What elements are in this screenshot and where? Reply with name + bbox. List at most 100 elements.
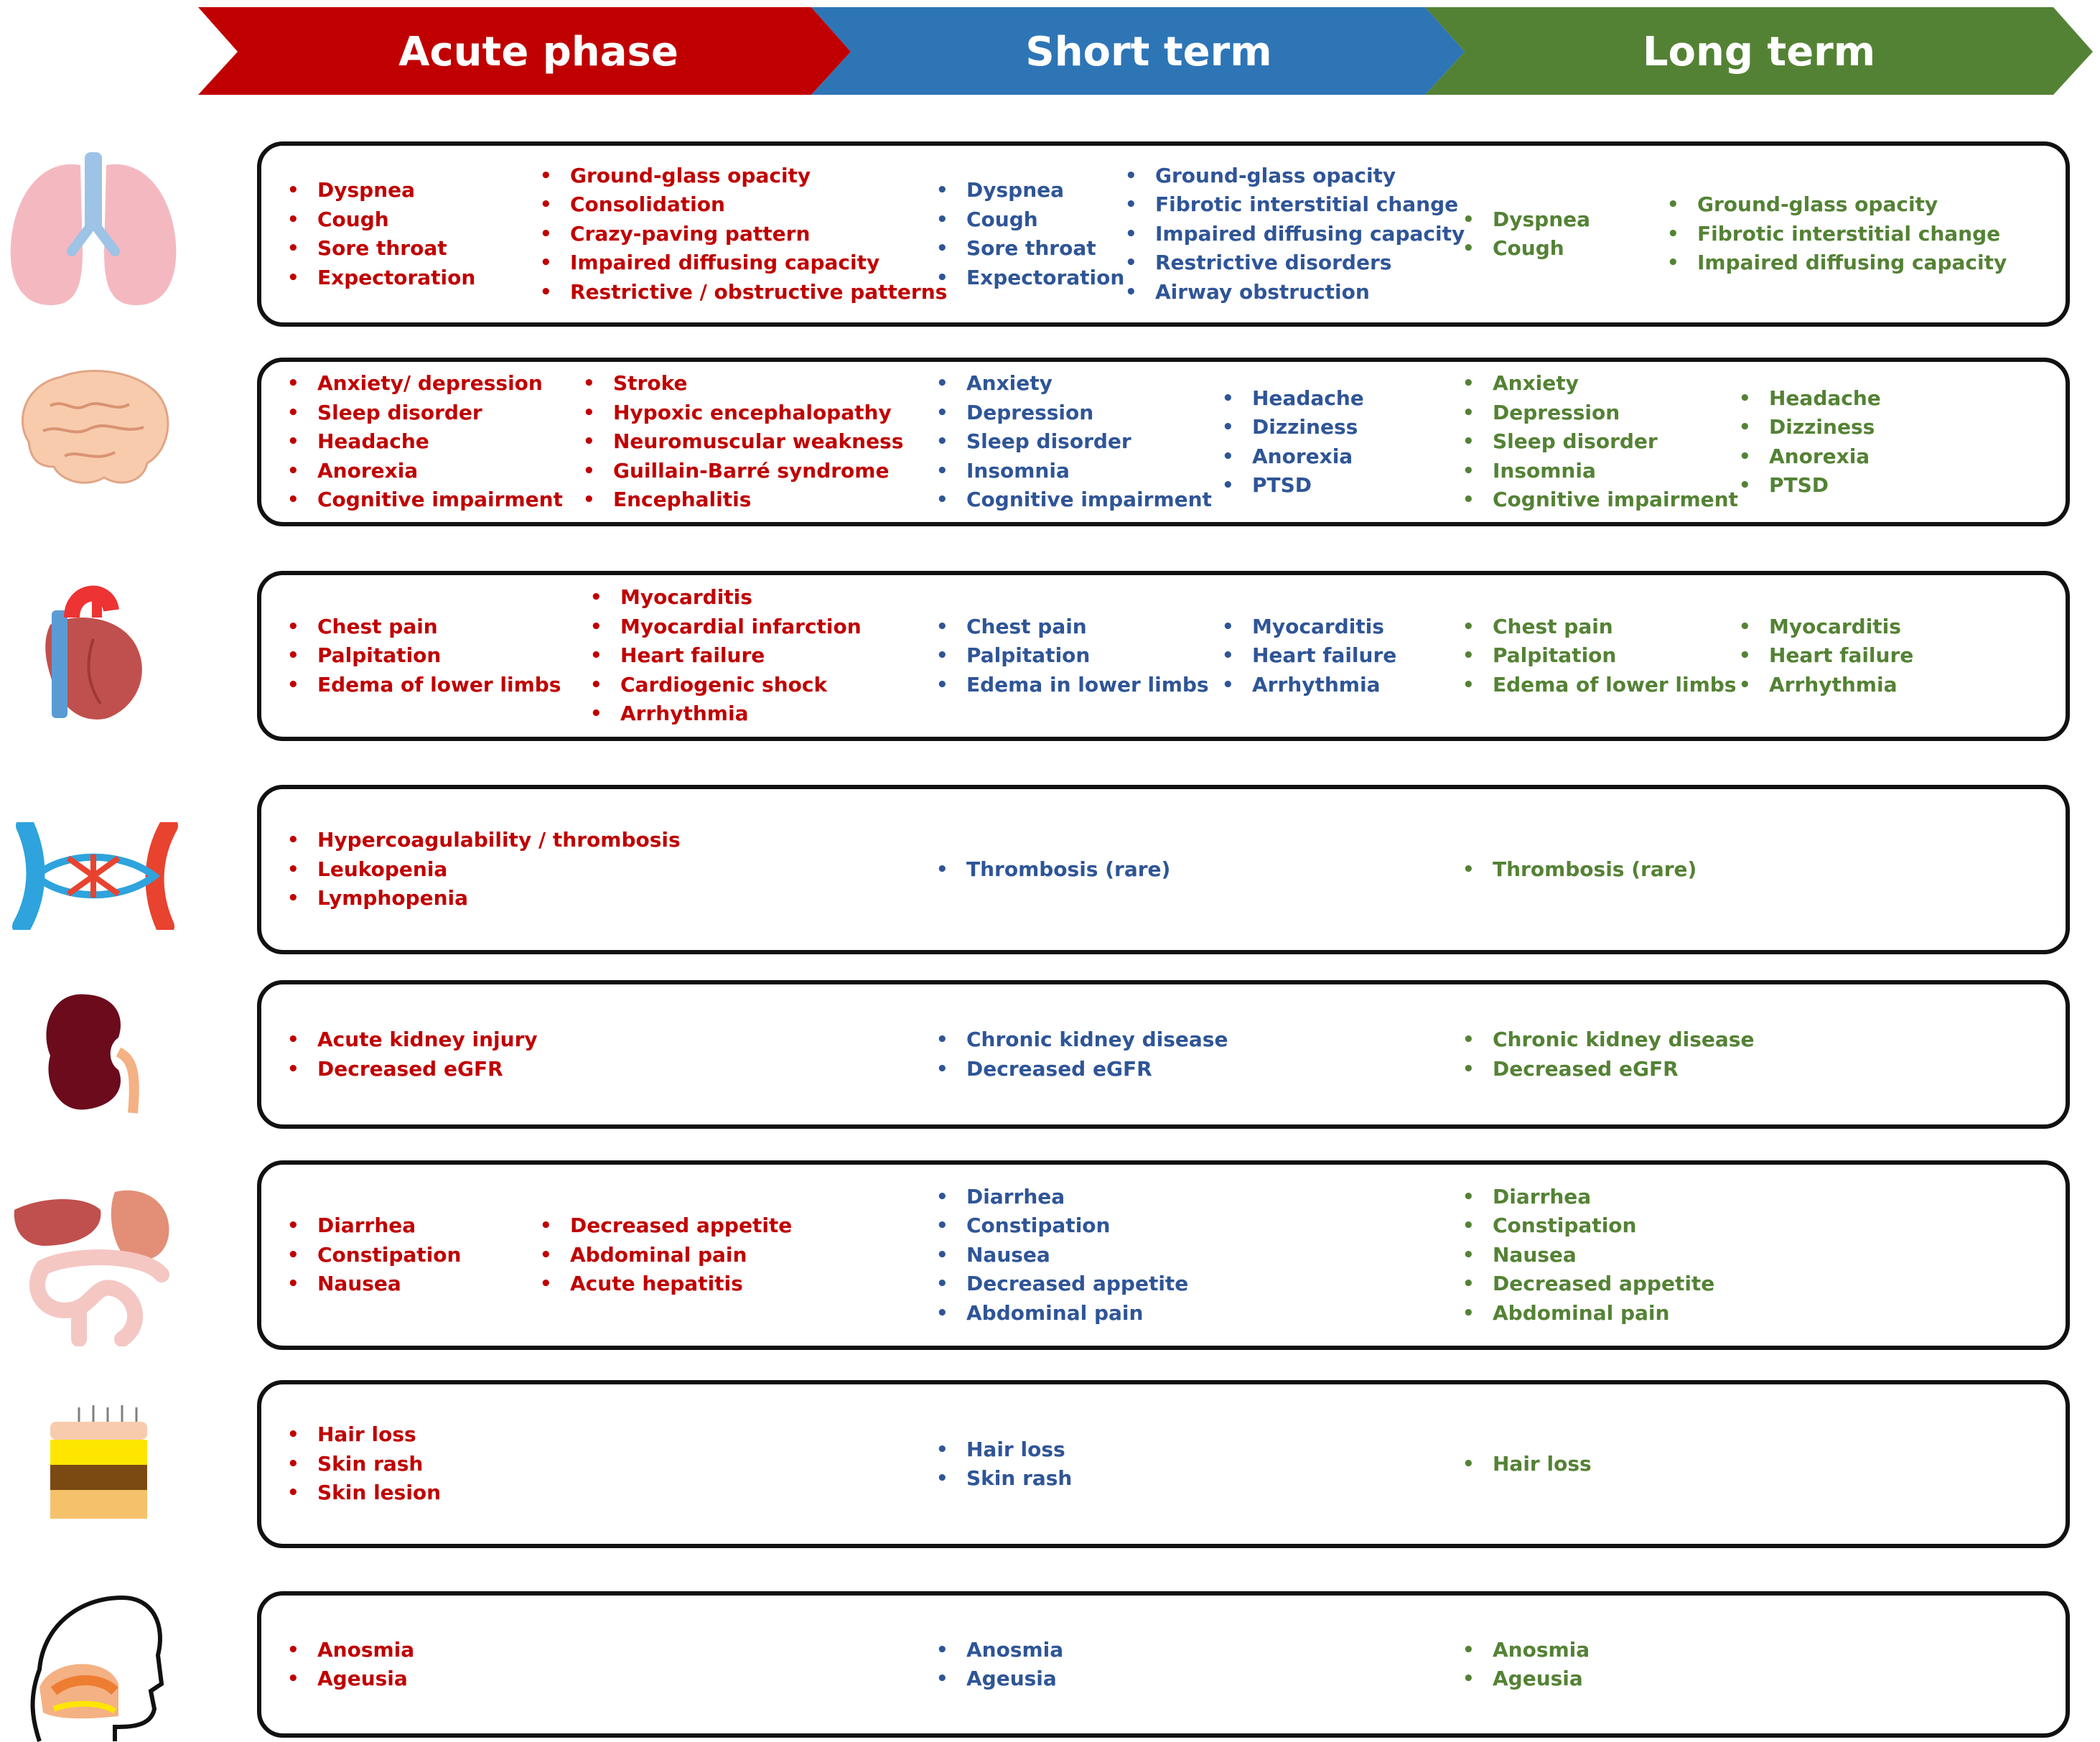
symptom-item: Nausea: [286, 1270, 461, 1299]
short-symptom-list: AnxietyDepressionSleep disorderInsomniaC…: [935, 369, 1212, 515]
symptom-item: Encephalitis: [582, 485, 903, 515]
symptom-item: Hypoxic encephalopathy: [582, 399, 903, 428]
symptom-item: Skin rash: [935, 1464, 1072, 1494]
symptom-item: Decreased eGFR: [935, 1055, 1228, 1084]
acute-symptom-list: Acute kidney injuryDecreased eGFR: [286, 1025, 538, 1084]
acute-symptom-list: DyspneaCoughSore throatExpectoration: [286, 176, 475, 292]
symptom-item: Palpitation: [1461, 641, 1736, 671]
long-symptom-list: AnosmiaAgeusia: [1461, 1636, 1590, 1694]
symptom-item: Abdominal pain: [538, 1241, 792, 1270]
symptom-item: Fibrotic interstitial change: [1124, 190, 1465, 220]
acute-phase-arrow: [198, 7, 851, 95]
symptom-item: Heart failure: [1737, 641, 1913, 671]
short-term-arrow: [811, 7, 1465, 95]
symptom-item: Anxiety/ depression: [286, 369, 563, 399]
symptom-item: Dyspnea: [286, 176, 475, 205]
acute-symptom-list: Hypercoagulability / thrombosisLeukopeni…: [286, 826, 681, 913]
symptom-item: Acute hepatitis: [538, 1270, 792, 1299]
symptom-item: Dizziness: [1221, 413, 1364, 442]
symptom-item: Restrictive / obstructive patterns: [538, 278, 947, 307]
symptom-item: Fibrotic interstitial change: [1666, 220, 2007, 249]
acute-symptom-list: Chest painPalpitationEdema of lower limb…: [286, 613, 561, 700]
symptom-item: Arrhythmia: [589, 699, 862, 729]
symptom-item: Restrictive disorders: [1124, 248, 1465, 278]
symptom-item: PTSD: [1737, 471, 1881, 500]
row-box-gastrointestinal: [257, 1160, 2070, 1350]
symptom-item: Hair loss: [286, 1420, 441, 1450]
symptom-item: Nausea: [935, 1241, 1188, 1270]
row-box-smell-taste: [257, 1591, 2070, 1738]
acute-phase-label: Acute phase: [398, 29, 678, 75]
symptom-item: Dizziness: [1737, 413, 1881, 442]
symptom-item: Constipation: [286, 1241, 461, 1270]
symptom-item: Diarrhea: [286, 1211, 461, 1241]
short-symptom-list: MyocarditisHeart failureArrhythmia: [1221, 613, 1396, 700]
symptom-item: Airway obstruction: [1124, 278, 1465, 307]
symptom-item: Decreased eGFR: [286, 1055, 538, 1084]
long-symptom-list: Hair loss: [1461, 1450, 1592, 1479]
skin-layers-icon: [50, 1405, 147, 1519]
symptom-item: Constipation: [935, 1211, 1188, 1241]
long-symptom-list: HeadacheDizzinessAnorexiaPTSD: [1737, 384, 1881, 500]
symptom-item: Myocardial infarction: [589, 613, 862, 642]
symptom-item: PTSD: [1221, 471, 1364, 500]
symptom-item: Ageusia: [286, 1664, 414, 1694]
symptom-item: Cognitive impairment: [935, 485, 1212, 515]
symptom-item: Chronic kidney disease: [935, 1025, 1228, 1055]
symptom-item: Thrombosis (rare): [1461, 855, 1697, 885]
short-symptom-list: Thrombosis (rare): [935, 855, 1170, 885]
symptom-item: Leukopenia: [286, 855, 681, 885]
symptom-item: Abdominal pain: [1461, 1299, 1714, 1328]
short-term-label: Short term: [1025, 29, 1272, 75]
symptom-item: Ground-glass opacity: [538, 162, 947, 191]
symptom-item: Neuromuscular weakness: [582, 427, 903, 457]
symptom-item: Anosmia: [1461, 1636, 1590, 1665]
symptom-item: Expectoration: [935, 264, 1124, 293]
short-symptom-list: Ground-glass opacityFibrotic interstitia…: [1124, 162, 1465, 307]
symptom-item: Cardiogenic shock: [589, 671, 862, 700]
long-symptom-list: AnxietyDepressionSleep disorderInsomniaC…: [1461, 369, 1738, 515]
symptom-item: Anorexia: [1737, 442, 1881, 472]
symptom-item: Anorexia: [286, 457, 563, 486]
long-symptom-list: Thrombosis (rare): [1461, 855, 1697, 885]
symptom-item: Depression: [935, 399, 1212, 428]
symptom-item: Myocarditis: [1221, 613, 1396, 642]
symptom-item: Depression: [1461, 399, 1738, 428]
short-symptom-list: DiarrheaConstipationNauseaDecreased appe…: [935, 1183, 1188, 1328]
short-symptom-list: AnosmiaAgeusia: [935, 1636, 1063, 1694]
symptom-item: Hair loss: [1461, 1450, 1592, 1479]
symptom-item: Dyspnea: [1461, 205, 1590, 235]
heart-icon: [45, 585, 142, 719]
symptom-item: Edema in lower limbs: [935, 671, 1209, 700]
symptom-item: Myocarditis: [589, 583, 862, 613]
symptom-item: Cough: [935, 205, 1124, 235]
symptom-item: Cognitive impairment: [286, 485, 563, 515]
symptom-item: Cough: [286, 205, 475, 235]
symptom-item: Guillain-Barré syndrome: [582, 457, 903, 486]
symptom-item: Heart failure: [589, 641, 862, 671]
symptom-item: Chest pain: [1461, 613, 1736, 642]
long-symptom-list: DyspneaCough: [1461, 205, 1590, 264]
symptom-item: Diarrhea: [935, 1183, 1188, 1212]
head-profile-icon: [30, 1595, 164, 1742]
symptom-item: Sore throat: [935, 234, 1124, 264]
acute-symptom-list: Decreased appetiteAbdominal painAcute he…: [538, 1211, 792, 1299]
symptom-item: Hair loss: [935, 1435, 1072, 1465]
symptom-item: Anxiety: [1461, 369, 1738, 399]
symptom-item: Ground-glass opacity: [1666, 190, 2007, 220]
symptom-item: Cough: [1461, 234, 1590, 264]
symptom-item: Ageusia: [1461, 1664, 1590, 1694]
symptom-item: Insomnia: [935, 457, 1212, 486]
row-box-renal: [257, 980, 2070, 1129]
symptom-item: Anxiety: [935, 369, 1212, 399]
acute-symptom-list: DiarrheaConstipationNausea: [286, 1211, 461, 1299]
symptom-item: Edema of lower limbs: [1461, 671, 1736, 700]
symptom-item: Palpitation: [286, 641, 561, 671]
symptom-item: Impaired diffusing capacity: [1666, 248, 2007, 278]
long-symptom-list: MyocarditisHeart failureArrhythmia: [1737, 613, 1913, 700]
acute-symptom-list: Hair lossSkin rashSkin lesion: [286, 1420, 441, 1508]
acute-symptom-list: Anxiety/ depressionSleep disorderHeadach…: [286, 369, 563, 515]
acute-symptom-list: AnosmiaAgeusia: [286, 1636, 414, 1694]
symptom-item: Edema of lower limbs: [286, 671, 561, 700]
row-box-respiratory: [257, 141, 2070, 327]
